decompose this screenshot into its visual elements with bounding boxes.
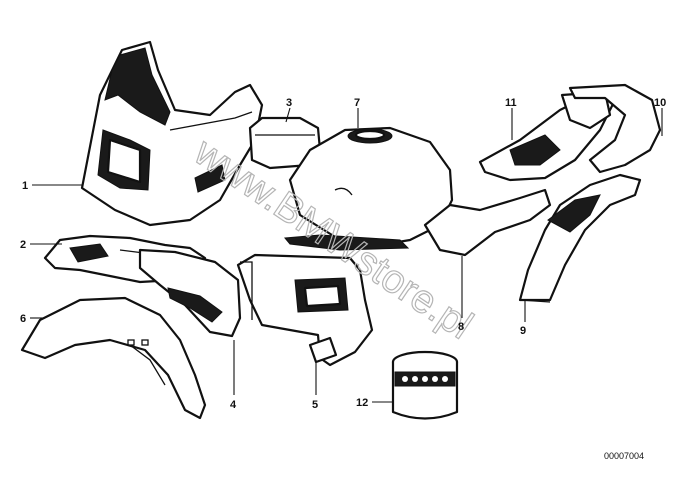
part-label-6: 6 [20, 313, 26, 325]
seat-frame-cover-part [568, 83, 662, 174]
leader-lines [30, 107, 663, 403]
side-strip-part [423, 188, 552, 257]
part-label-3: 3 [286, 97, 292, 109]
part-label-1: 1 [22, 180, 28, 192]
bracket-part [308, 336, 338, 364]
front-fairing-part [80, 40, 264, 227]
part-label-7: 7 [354, 97, 360, 109]
paint-can-part [391, 350, 459, 420]
tank-cover-part [284, 126, 454, 251]
seat-part [478, 90, 617, 182]
part-label-2: 2 [20, 239, 26, 251]
lower-panel-part [236, 253, 374, 367]
part-label-4: 4 [230, 399, 237, 411]
part-label-5: 5 [312, 399, 318, 411]
inner-panel-part [43, 234, 242, 338]
part-label-11: 11 [505, 97, 517, 109]
part-label-10: 10 [654, 97, 666, 109]
front-mudguard-part [20, 296, 207, 420]
part-label-8: 8 [458, 321, 464, 333]
part-labels: 1 2 3 4 5 6 7 8 9 10 11 12 [20, 97, 666, 411]
rear-fender-part [518, 173, 642, 303]
part-label-12: 12 [356, 397, 368, 409]
drawing-number: 00007004 [604, 451, 644, 461]
part-label-9: 9 [520, 325, 526, 337]
